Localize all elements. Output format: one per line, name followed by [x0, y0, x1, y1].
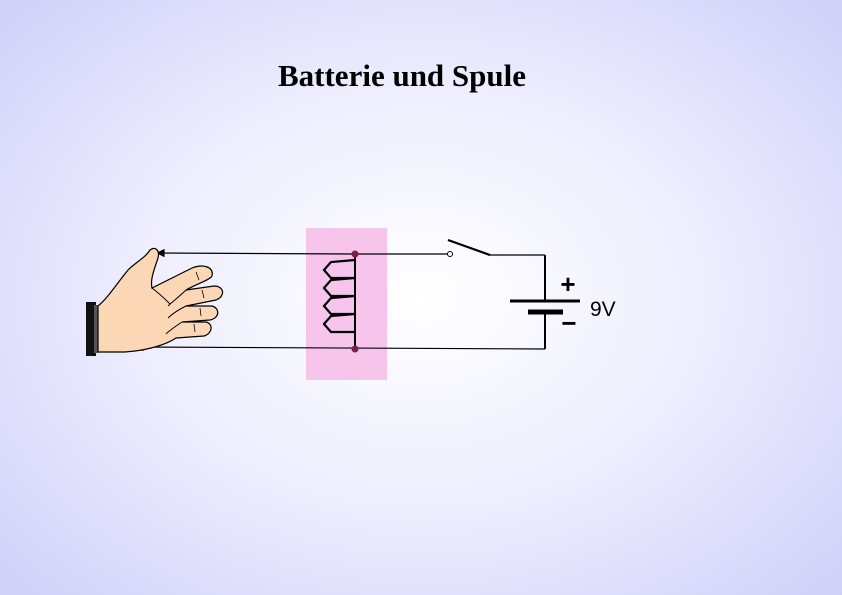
coil-terminal-bottom [351, 345, 359, 353]
coil-symbol [322, 254, 356, 349]
battery-plus-sign: + [560, 269, 575, 299]
battery-minus-sign: − [561, 308, 576, 338]
bottom-wire [135, 342, 546, 352]
slide-title: Batterie und Spule [277, 58, 527, 93]
hand-illustration [86, 247, 224, 356]
voltage-label: 9V [590, 298, 616, 321]
switch [447, 238, 545, 257]
top-wire [156, 248, 356, 258]
battery-symbol [510, 299, 580, 315]
coil-highlight-box [306, 228, 387, 380]
coil-terminal-top [351, 250, 359, 258]
